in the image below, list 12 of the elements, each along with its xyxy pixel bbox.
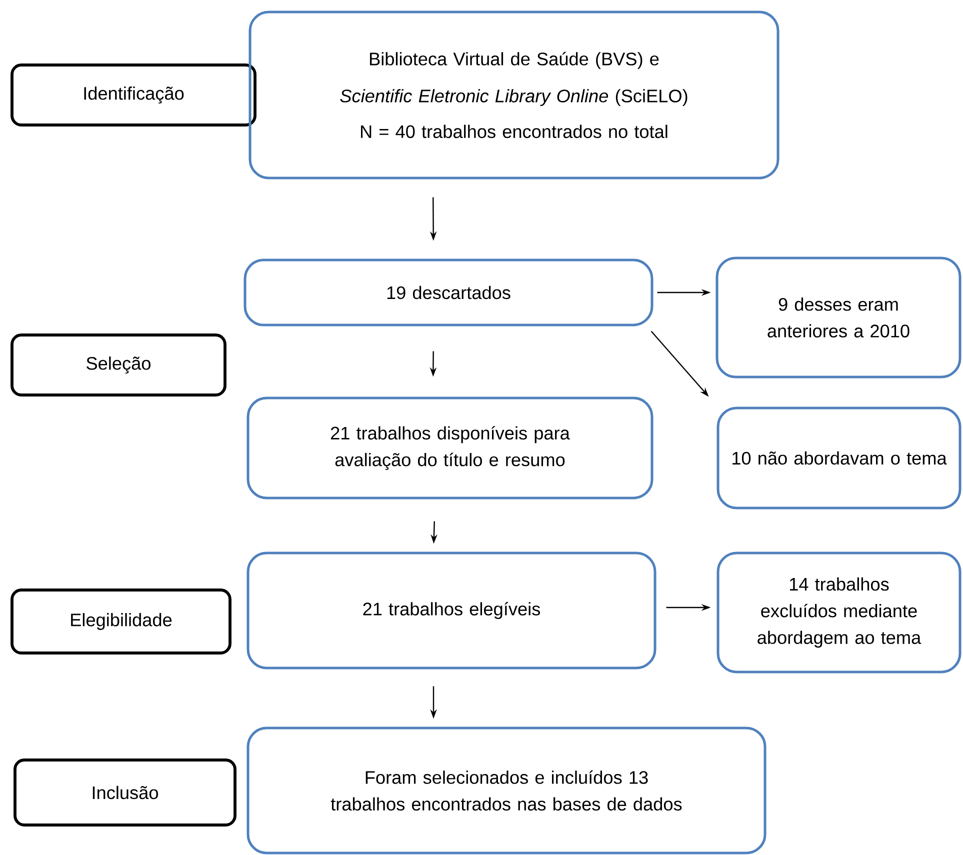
process-box: 21 trabalhos disponíveis para avaliação do título e resumo [246,396,654,500]
stage-box: Identificação [10,64,256,126]
process-box: 10 não abordavam o tema [716,406,962,510]
process-box: Foram selecionados e incluídos 13 trabalhos encontrados nas bases de dados [246,726,766,854]
stage-box: Elegibilidade [10,588,232,654]
process-box: 14 trabalhos excluídos mediante abordagem ao tema [716,552,962,674]
stage-box: Seleção [10,334,226,396]
process-box: 19 descartados [244,258,654,326]
process-box: 9 desses eram anteriores a 2010 [716,256,962,378]
stage-box: Inclusão [14,758,236,826]
process-box: 21 trabalhos elegíveis [246,552,656,670]
process-box: Biblioteca Virtual de Saúde (BVS) e Scientific Eletronic Library Online (SciELO) N = 40 trabalhos encontrados no total [248,10,780,180]
